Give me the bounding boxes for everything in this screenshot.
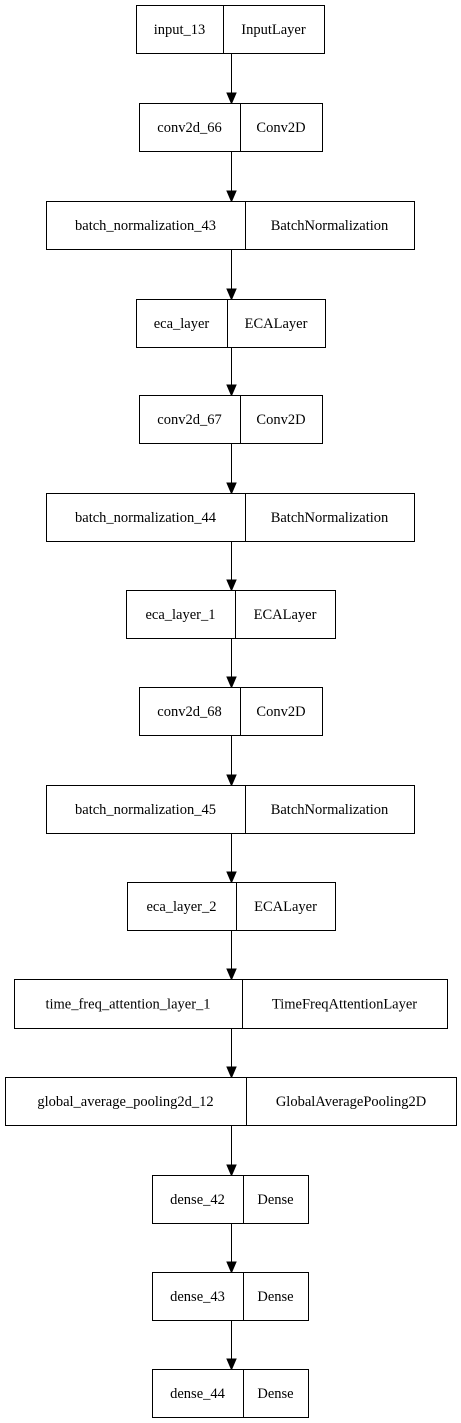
arrowhead-icon (226, 774, 237, 787)
layer-node: batch_normalization_45 BatchNormalization (46, 785, 415, 834)
edge-arrow (226, 444, 237, 495)
arrowhead-icon (226, 1358, 237, 1371)
layer-type: ECALayer (245, 316, 308, 332)
layer-type: Conv2D (256, 412, 305, 428)
layer-node: eca_layer_1 ECALayer (126, 590, 336, 639)
layer-node: time_freq_attention_layer_1 TimeFreqAtten… (14, 979, 448, 1029)
layer-name: dense_43 (170, 1289, 225, 1305)
layer-box (126, 590, 336, 639)
layer-node: conv2d_68 Conv2D (139, 687, 323, 736)
layer-name: eca_layer (154, 316, 210, 332)
layer-box (136, 5, 325, 54)
layer-type: Conv2D (256, 120, 305, 136)
arrowhead-icon (226, 288, 237, 301)
arrowhead-icon (226, 1261, 237, 1274)
layer-type: Dense (257, 1386, 293, 1402)
layer-box (127, 882, 336, 931)
layer-name: batch_normalization_44 (75, 510, 217, 526)
edge-arrow (226, 639, 237, 689)
layer-type: Dense (257, 1289, 293, 1305)
layer-type: TimeFreqAttentionLayer (272, 997, 417, 1013)
edges (226, 54, 237, 1371)
edge-arrow (226, 542, 237, 592)
arrowhead-icon (226, 871, 237, 884)
layer-box (139, 687, 323, 736)
layer-box (14, 979, 448, 1029)
layer-name: global_average_pooling2d_12 (37, 1094, 213, 1110)
edge-arrow (226, 736, 237, 787)
layer-type: BatchNormalization (271, 510, 389, 526)
layer-box (152, 1175, 309, 1224)
layer-node: global_average_pooling2d_12 GlobalAverage… (5, 1077, 457, 1126)
layer-node: dense_42 Dense (152, 1175, 309, 1224)
layer-box (46, 785, 415, 834)
arrowhead-icon (226, 190, 237, 203)
arrowhead-icon (226, 968, 237, 981)
edge-arrow (226, 1029, 237, 1079)
layer-name: time_freq_attention_layer_1 (45, 997, 210, 1013)
layer-box (136, 299, 326, 348)
layer-type: Dense (257, 1192, 293, 1208)
layer-node: conv2d_66 Conv2D (139, 103, 323, 152)
layer-box (46, 493, 415, 542)
layer-box (139, 395, 323, 444)
layer-name: conv2d_67 (157, 412, 221, 428)
layer-node: batch_normalization_43 BatchNormalization (46, 201, 415, 250)
arrowhead-icon (226, 1164, 237, 1177)
layer-node: eca_layer_2 ECALayer (127, 882, 336, 931)
edge-arrow (226, 250, 237, 301)
layer-type: Conv2D (256, 704, 305, 720)
edge-arrow (226, 834, 237, 884)
arrowhead-icon (226, 579, 237, 592)
layer-type: ECALayer (254, 607, 317, 623)
edge-arrow (226, 152, 237, 203)
arrowhead-icon (226, 1066, 237, 1079)
layer-type: GlobalAveragePooling2D (276, 1094, 426, 1110)
layer-box (152, 1369, 309, 1418)
layer-name: conv2d_66 (157, 120, 221, 136)
layer-name: conv2d_68 (157, 704, 221, 720)
layer-type: BatchNormalization (271, 218, 389, 234)
arrowhead-icon (226, 92, 237, 105)
layer-type: InputLayer (241, 22, 306, 38)
layer-node: dense_44 Dense (152, 1369, 309, 1418)
arrowhead-icon (226, 384, 237, 397)
layer-name: batch_normalization_45 (75, 802, 216, 818)
layer-node: conv2d_67 Conv2D (139, 395, 323, 444)
edge-arrow (226, 54, 237, 105)
layer-box (5, 1077, 457, 1126)
layer-name: dense_44 (170, 1386, 226, 1402)
layer-type: ECALayer (254, 899, 317, 915)
layer-box (46, 201, 415, 250)
layer-node: dense_43 Dense (152, 1272, 309, 1321)
layer-box (152, 1272, 309, 1321)
edge-arrow (226, 931, 237, 981)
layer-name: input_13 (154, 22, 206, 38)
edge-arrow (226, 1126, 237, 1177)
layer-node: input_13 InputLayer (136, 5, 325, 54)
layer-node: eca_layer ECALayer (136, 299, 326, 348)
layer-name: eca_layer_1 (145, 607, 215, 623)
edge-arrow (226, 1321, 237, 1371)
layer-box (139, 103, 323, 152)
layer-type: BatchNormalization (271, 802, 389, 818)
layer-name: eca_layer_2 (146, 899, 216, 915)
arrowhead-icon (226, 482, 237, 495)
layer-node: batch_normalization_44 BatchNormalization (46, 493, 415, 542)
edge-arrow (226, 348, 237, 397)
edge-arrow (226, 1224, 237, 1274)
arrowhead-icon (226, 676, 237, 689)
layer-name: batch_normalization_43 (75, 218, 216, 234)
layer-name: dense_42 (170, 1192, 225, 1208)
